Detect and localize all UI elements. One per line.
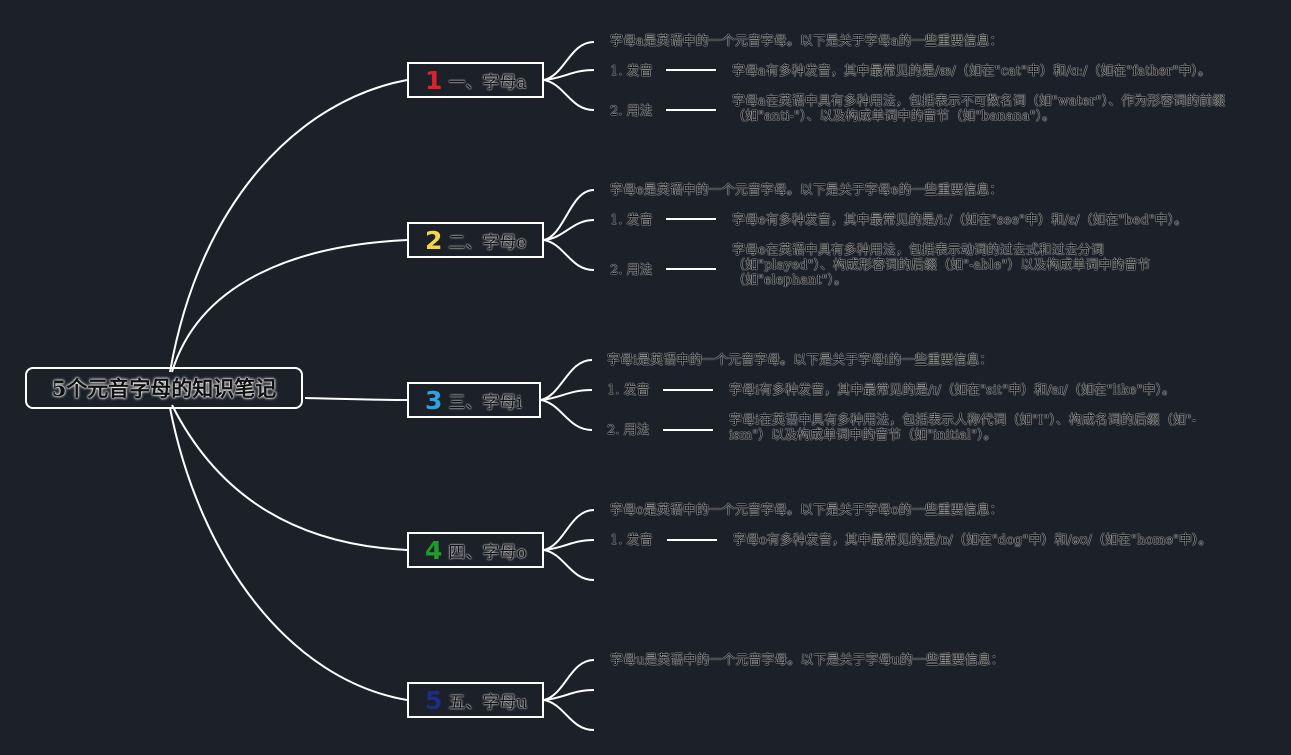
connector-t2-sub1 [543, 219, 595, 241]
topic-o-sub-1-label: 1. 发音 [610, 533, 653, 548]
topic-a-sub-2-label: 2. 用法 [610, 104, 653, 119]
topic-node-a[interactable]: 1 一、字母a [407, 62, 544, 98]
topic-number-3: 3 [425, 385, 443, 415]
connector-t2-intro [543, 189, 595, 241]
topic-i-sub-1-label: 1. 发音 [607, 383, 650, 398]
topic-i-sub-2-detail: 字母i在英语中具有多种用法，包括表示人称代词（如"I"）、构成名词的后缀（如"-… [729, 413, 1197, 443]
topic-label: 三、字母i [448, 392, 522, 413]
connector-t4-intro [543, 509, 595, 551]
connector-t3-sub1 [540, 389, 593, 401]
connector-root-topic-5 [169, 407, 408, 701]
topic-number-5: 5 [425, 685, 443, 715]
topic-node-u[interactable]: 5 五、字母u [407, 682, 544, 718]
connector-t5-empty-2 [543, 699, 595, 731]
connector-root-topic-4 [171, 404, 408, 551]
topic-u-intro: 字母u是英语中的一个元音字母。以下是关于字母u的一些重要信息： [610, 653, 1004, 668]
topic-o-sub-1-detail: 字母o有多种发音，其中最常见的是/ɒ/（如在"dog"中）和/əʊ/（如在"ho… [733, 533, 1212, 548]
topic-o-intro: 字母o是英语中的一个元音字母。以下是关于字母o的一些重要信息： [610, 503, 1003, 518]
connector-root-topic-1 [169, 79, 408, 373]
topic-node-o[interactable]: 4 四、字母o [407, 532, 544, 568]
topic-label: 四、字母o [448, 542, 527, 563]
topic-number-4: 4 [425, 535, 443, 565]
topic-a-sub-2-detail: 字母a在英语中具有多种用法，包括表示不可数名词（如"water"）、作为形容词的… [732, 94, 1226, 124]
topic-e-sub-1-label: 1. 发音 [610, 213, 653, 228]
connector-t2-sub2 [543, 239, 595, 271]
connector-t5-intro [543, 659, 595, 701]
connector-t1-intro [543, 41, 595, 81]
topic-e-sub-2-label: 2. 用法 [610, 263, 653, 278]
topic-number-1: 1 [425, 65, 443, 95]
connector-root-topic-3 [304, 397, 408, 401]
topic-label: 二、字母e [448, 232, 527, 253]
topic-a-sub-1-detail: 字母a有多种发音，其中最常见的是/æ/（如在"cat"中）和/ɑː/（如在"fa… [732, 64, 1211, 79]
topic-a-intro: 字母a是英语中的一个元音字母。以下是关于字母a的一些重要信息： [610, 34, 1003, 49]
topic-i-sub-1-detail: 字母i有多种发音，其中最常见的是/ɪ/（如在"sit"中）和/aɪ/（如在"li… [729, 383, 1176, 398]
connector-t4-empty [543, 549, 595, 581]
connector-t1-sub1 [543, 69, 595, 81]
root-node[interactable]: 5个元音字母的知识笔记 [25, 367, 303, 409]
topic-e-sub-2-detail: 字母e在英语中具有多种用法，包括表示动词的过去式和过去分词（如"played"）… [732, 243, 1151, 288]
topic-node-e[interactable]: 2 二、字母e [407, 222, 544, 258]
connector-t3-sub2 [540, 399, 593, 431]
topic-number-2: 2 [425, 225, 443, 255]
connector-t1-sub2 [543, 79, 595, 111]
topic-i-intro: 字母i是英语中的一个元音字母。以下是关于字母i的一些重要信息： [607, 353, 993, 368]
root-title: 5个元音字母的知识笔记 [51, 376, 277, 401]
topic-e-sub-1-detail: 字母e有多种发音，其中最常见的是/iː/（如在"see"中）和/ɛ/（如在"be… [732, 213, 1188, 228]
topic-label: 一、字母a [448, 72, 527, 93]
topic-label: 五、字母u [448, 692, 528, 713]
topic-node-i[interactable]: 3 三、字母i [407, 382, 541, 418]
connector-t3-intro [540, 359, 593, 401]
topic-e-intro: 字母e是英语中的一个元音字母。以下是关于字母e的一些重要信息： [610, 183, 1003, 198]
connector-t4-sub1 [543, 539, 595, 551]
topic-i-sub-2-label: 2. 用法 [607, 423, 650, 438]
connector-t5-empty-1 [543, 689, 595, 701]
connector-root-topic-2 [171, 239, 408, 373]
topic-a-sub-1-label: 1. 发音 [610, 64, 653, 79]
